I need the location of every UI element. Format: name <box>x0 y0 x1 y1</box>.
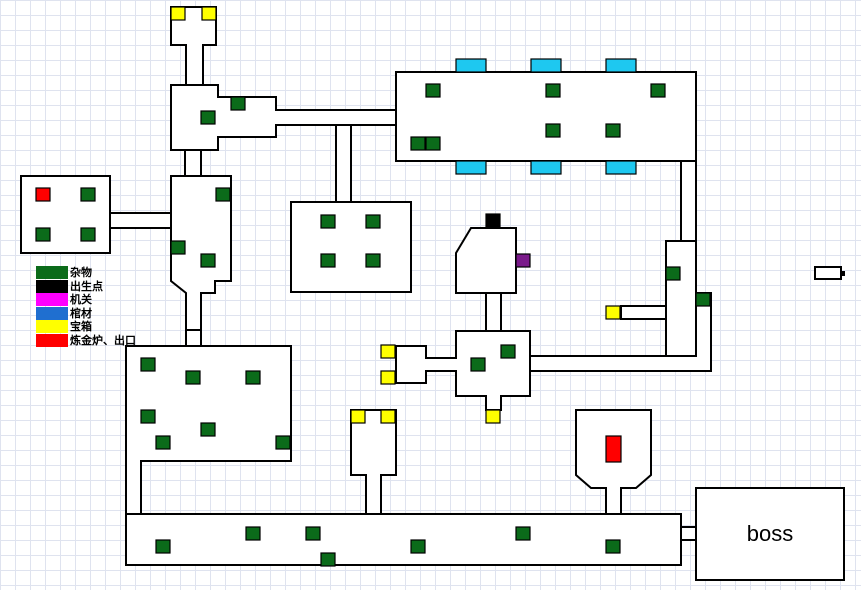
coffin-markers <box>455 58 637 175</box>
corridor-east-chest <box>620 305 667 320</box>
legend-swatch <box>36 333 68 347</box>
room-lower-center <box>395 330 531 411</box>
legend-item-alchemy: 炼金炉、出口 <box>36 333 136 348</box>
misc-marker <box>365 214 381 229</box>
misc-marker <box>665 266 681 281</box>
legend-swatch <box>36 266 68 280</box>
legend-label: 棺材 <box>70 306 92 320</box>
mechanism-marker <box>515 253 531 268</box>
coffin-marker <box>455 58 487 73</box>
misc-marker <box>80 227 96 242</box>
misc-marker <box>155 539 171 554</box>
misc-marker <box>425 136 441 151</box>
misc-marker <box>230 96 246 111</box>
chest-marker <box>380 409 396 424</box>
misc-marker <box>245 370 261 385</box>
misc-marker <box>275 435 291 450</box>
misc-marker <box>605 123 621 138</box>
chest-markers <box>170 6 621 424</box>
misc-marker <box>245 526 261 541</box>
room-boss <box>695 487 845 581</box>
chest-marker <box>380 370 396 385</box>
coffin-marker <box>455 160 487 175</box>
misc-marker <box>80 187 96 202</box>
misc-markers <box>35 83 711 567</box>
coffin-marker <box>605 160 637 175</box>
legend-label: 宝箱 <box>70 320 92 334</box>
misc-marker <box>425 83 441 98</box>
misc-marker <box>320 552 336 567</box>
misc-marker <box>35 227 51 242</box>
legend-item-spawn: 出生点 <box>36 279 136 294</box>
corridor-west <box>109 212 173 229</box>
misc-marker <box>365 253 381 268</box>
misc-marker <box>140 409 156 424</box>
spawn-marker <box>485 213 501 228</box>
misc-marker <box>305 526 321 541</box>
misc-marker <box>185 370 201 385</box>
misc-marker <box>605 539 621 554</box>
chest-marker <box>170 6 186 21</box>
alchemy-marker <box>35 187 51 202</box>
legend-label: 炼金炉、出口 <box>70 333 136 347</box>
misc-marker <box>650 83 666 98</box>
misc-marker <box>140 357 156 372</box>
misc-marker <box>200 110 216 125</box>
misc-marker <box>470 357 486 372</box>
corridor-down-left <box>185 329 202 347</box>
chest-marker <box>380 344 396 359</box>
room-central-left <box>170 175 232 331</box>
legend-label: 出生点 <box>70 279 103 293</box>
room-spawn <box>455 227 517 294</box>
misc-marker <box>695 292 711 307</box>
misc-marker <box>320 214 336 229</box>
corridor-hub <box>184 149 202 177</box>
room-chest-column <box>350 409 397 515</box>
legend-item-misc: 杂物 <box>36 266 136 280</box>
battery-icon[interactable] <box>814 266 845 280</box>
misc-marker <box>545 123 561 138</box>
corridor-east <box>680 160 697 242</box>
legend-swatch <box>36 279 68 293</box>
chest-marker <box>350 409 366 424</box>
chest-marker <box>485 409 501 424</box>
corridor-bottom <box>125 513 682 566</box>
misc-marker <box>515 526 531 541</box>
legend-swatch <box>36 293 68 307</box>
coffin-marker <box>530 58 562 73</box>
misc-marker <box>155 435 171 450</box>
room-east-small <box>665 240 697 357</box>
coffin-marker <box>605 58 637 73</box>
alchemy-marker <box>605 435 622 463</box>
misc-marker <box>170 240 186 255</box>
misc-marker <box>410 539 426 554</box>
chest-marker <box>201 6 217 21</box>
legend-item-chest: 宝箱 <box>36 320 136 334</box>
legend-swatch <box>36 320 68 334</box>
coffin-marker <box>530 160 562 175</box>
misc-marker <box>500 344 516 359</box>
misc-marker <box>410 136 426 151</box>
room-west <box>20 175 111 254</box>
chest-marker <box>605 305 621 320</box>
misc-marker <box>215 187 231 202</box>
corridor-middle <box>335 124 352 203</box>
misc-marker <box>545 83 561 98</box>
corridor-boss <box>680 526 697 541</box>
legend-item-coffin: 棺材 <box>36 306 136 321</box>
room-middle <box>290 201 412 293</box>
legend-label: 机关 <box>70 293 92 307</box>
legend: 杂物 出生点 机关 棺材 宝箱 炼金炉、出口 <box>36 266 136 347</box>
legend-item-mechanism: 机关 <box>36 293 136 307</box>
legend-swatch <box>36 306 68 320</box>
misc-marker <box>320 253 336 268</box>
corridor-spawn <box>485 292 502 332</box>
misc-marker <box>200 422 216 437</box>
boss-room-label: boss <box>746 521 794 546</box>
legend-label: 杂物 <box>70 266 92 280</box>
misc-marker <box>200 253 216 268</box>
